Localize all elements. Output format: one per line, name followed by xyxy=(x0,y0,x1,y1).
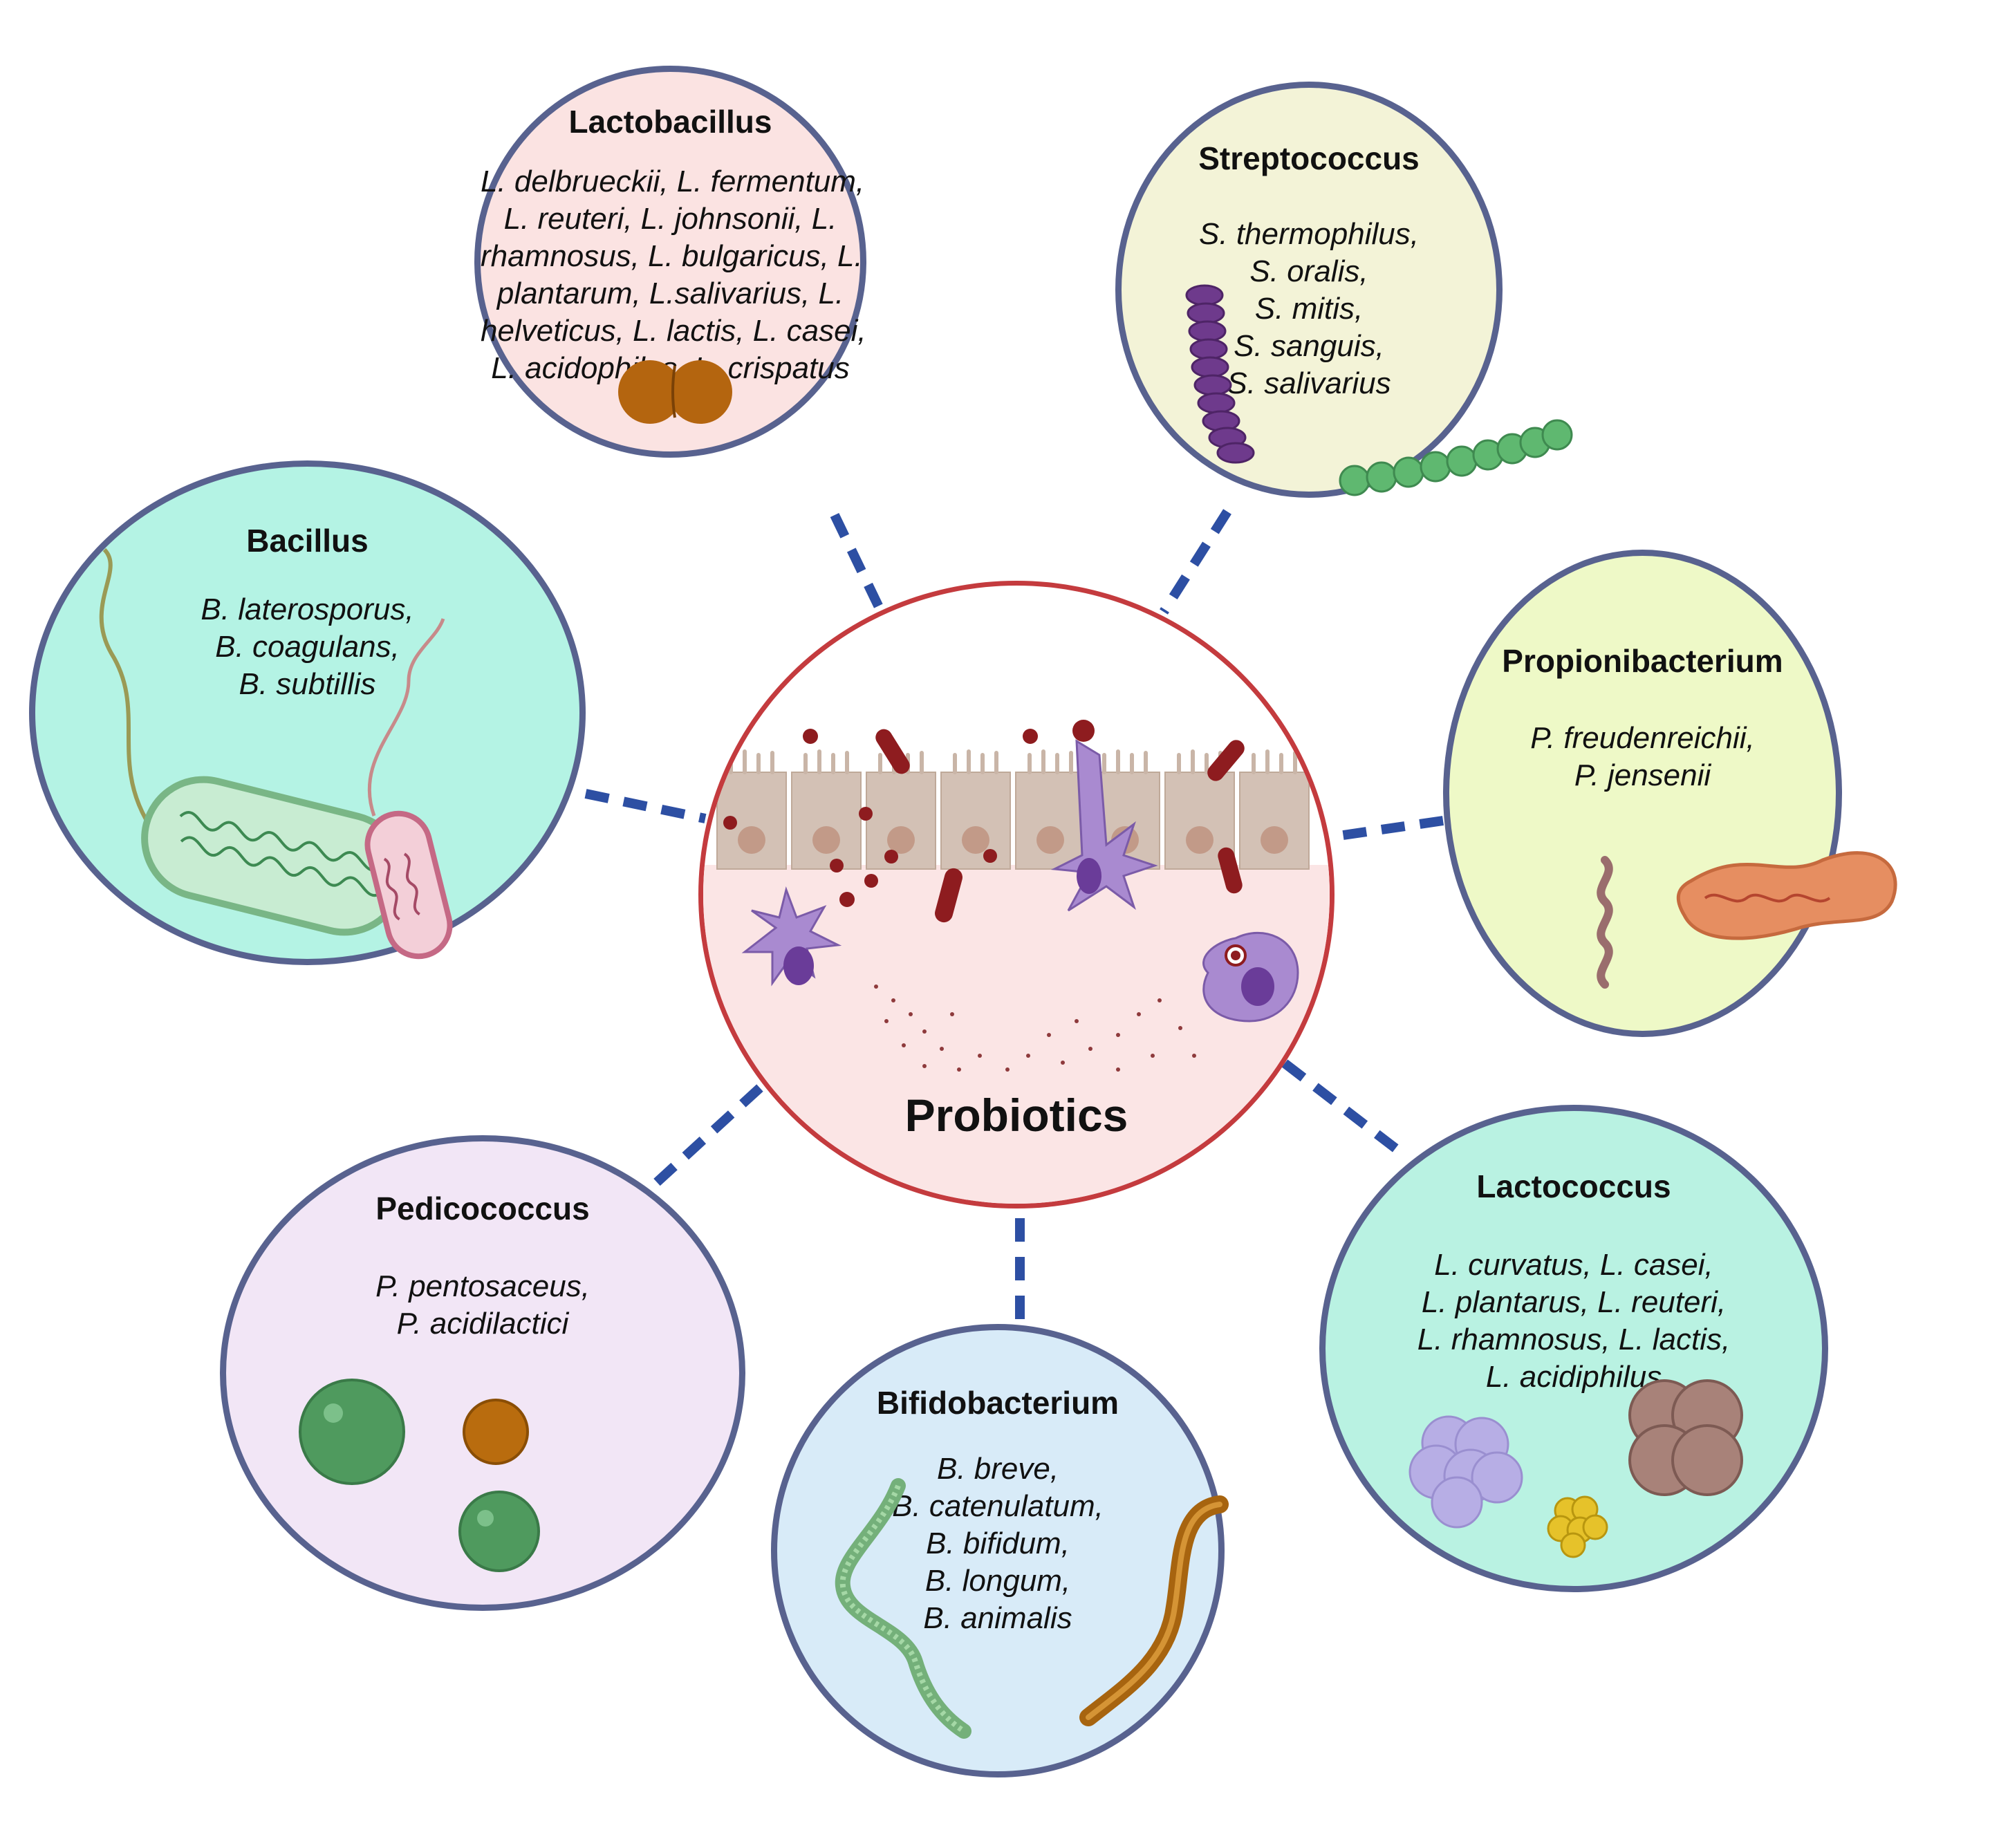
species-line: B. subtillis xyxy=(239,667,376,701)
propionibacterium-title: Propionibacterium xyxy=(1502,643,1783,679)
species-line: L. reuteri, L. johnsonii, L. xyxy=(503,202,837,236)
diplococcus-illustration xyxy=(618,360,732,424)
bacillus-illustration xyxy=(99,548,453,960)
species-line: B. longum, xyxy=(924,1564,1071,1598)
species-line: helveticus, L. lactis, L. casei, xyxy=(481,314,866,348)
species-line: B. animalis xyxy=(923,1601,1072,1635)
streptococcus-node: Streptococcus S. thermophilus, S. oralis… xyxy=(1115,82,1573,498)
propionibacterium-species: P. freudenreichii, P. jensenii xyxy=(1449,720,1836,794)
species-line: P. pentosaceus, xyxy=(375,1269,590,1303)
lactococcus-species: L. curvatus, L. casei, L. plantarus, L. … xyxy=(1326,1247,1822,1396)
species-line: S. salivarius xyxy=(1227,366,1391,400)
lactococcus-node: Lactococcus L. curvatus, L. casei, L. pl… xyxy=(1319,1105,1828,1592)
species-line: B. bifidum, xyxy=(926,1527,1070,1560)
species-line: P. jensenii xyxy=(1574,758,1711,792)
species-line: rhamnosus, L. bulgaricus, L. xyxy=(481,239,863,273)
pedicococcus-title: Pedicococcus xyxy=(375,1191,590,1226)
species-line: L. delbrueckii, L. fermentum, xyxy=(481,165,865,198)
center-title: Probiotics xyxy=(904,1090,1128,1141)
species-line: P. freudenreichii, xyxy=(1530,721,1755,755)
bacillus-species: B. laterosporus, B. coagulans, B. subtil… xyxy=(35,591,579,703)
pedicococcus-species: P. pentosaceus, P. acidilactici xyxy=(226,1268,739,1343)
species-line: S. sanguis, xyxy=(1234,329,1384,363)
pedicococcus-node: Pedicococcus P. pentosaceus, P. acidilac… xyxy=(220,1135,745,1611)
bifidobacterium-node: Bifidobacterium B. breve, B. catenulatum… xyxy=(771,1324,1229,1777)
species-line: S. mitis, xyxy=(1254,292,1364,326)
species-line: P. acidilactici xyxy=(396,1307,569,1341)
species-line: L. plantarus, L. reuteri, xyxy=(1421,1285,1727,1319)
probiotics-center-node: Probiotics xyxy=(698,581,1335,1208)
species-line: B. catenulatum, xyxy=(892,1489,1104,1523)
bacillus-title: Bacillus xyxy=(246,523,369,559)
streptococcus-title: Streptococcus xyxy=(1198,140,1420,176)
connector-lactobacillus xyxy=(830,512,884,611)
species-line: plantarum, L.salivarius, L. xyxy=(496,277,844,310)
propionibacterium-node: Propionibacterium P. freudenreichii, P. … xyxy=(1443,550,1897,1037)
lactobacillus-title: Lactobacillus xyxy=(568,104,772,140)
bifidobacterium-species: B. breve, B. catenulatum, B. bifidum, B.… xyxy=(777,1450,1218,1637)
species-line: B. coagulans, xyxy=(215,630,400,664)
streptococcus-species: S. thermophilus, S. oralis, S. mitis, S.… xyxy=(1122,216,1496,402)
streptococcus-chains xyxy=(1185,284,1573,496)
species-line: S. oralis, xyxy=(1249,254,1368,288)
connector-bacillus xyxy=(584,789,707,823)
connector-lactococcus xyxy=(1281,1059,1407,1159)
bacillus-node: Bacillus B. laterosporus, B. coagulans, … xyxy=(29,460,586,965)
lactococcus-title: Lactococcus xyxy=(1476,1168,1671,1204)
propionibacterium-illustration xyxy=(1597,851,1897,989)
species-line: L. acidiphilus xyxy=(1485,1360,1662,1394)
lactobacillus-species: L. delbrueckii, L. fermentum, L. reuteri… xyxy=(481,163,866,387)
bifidobacterium-title: Bifidobacterium xyxy=(876,1385,1119,1421)
bifidobacterium-illustration xyxy=(835,1478,1229,1739)
species-line: B. laterosporus, xyxy=(201,592,414,626)
gut-epithelium-illustration xyxy=(716,720,1310,1072)
lactobacillus-node: Lactobacillus L. delbrueckii, L. ferment… xyxy=(474,66,866,458)
species-line: S. thermophilus, xyxy=(1199,217,1419,251)
connector-propionibacterium xyxy=(1323,816,1444,843)
connector-streptococcus xyxy=(1160,509,1231,615)
pedicococcus-illustration xyxy=(299,1379,540,1572)
species-line: L. curvatus, L. casei, xyxy=(1434,1248,1713,1282)
species-line: L. rhamnosus, L. lactis, xyxy=(1417,1323,1731,1356)
lactococcus-illustration xyxy=(1408,1379,1743,1558)
species-line: B. breve, xyxy=(936,1452,1059,1486)
